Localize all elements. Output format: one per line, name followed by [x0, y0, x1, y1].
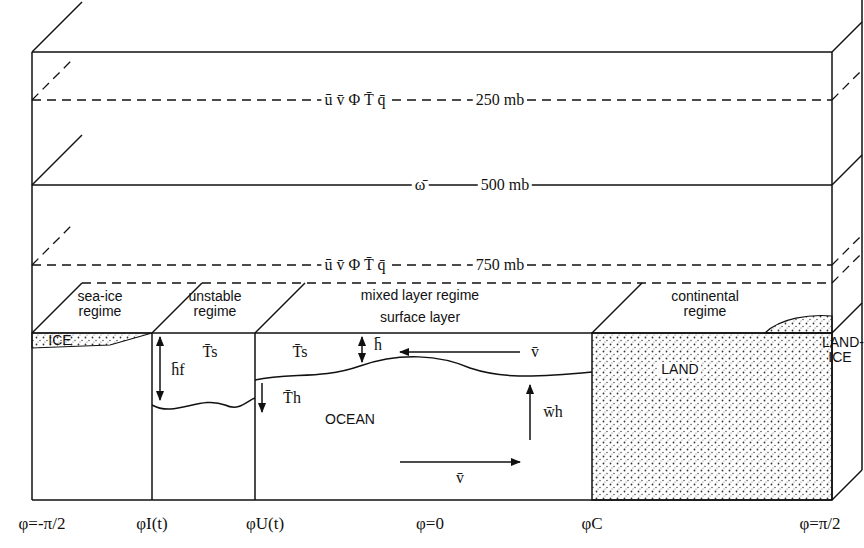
- pressure-level: 250 mb: [473, 91, 527, 109]
- regime-name: unstable regime: [177, 289, 253, 320]
- region-name: LAND-ICE: [819, 335, 861, 366]
- latitude-mark: φI(t): [133, 515, 171, 534]
- variable: v̄: [528, 343, 542, 361]
- region-name: LAND: [658, 362, 701, 377]
- region-name: ICE: [45, 333, 74, 348]
- regime-name: continental regime: [657, 289, 753, 320]
- variable: T̄s: [200, 343, 221, 361]
- latitude-mark: φ=0: [413, 515, 447, 534]
- variable: h̄: [371, 336, 385, 354]
- variable: w̄h: [540, 403, 566, 421]
- latitude-mark: φC: [578, 515, 605, 534]
- latitude-mark: φ=π/2: [796, 515, 843, 534]
- latitude-mark: φU(t): [243, 515, 287, 534]
- pressure-level: 500 mb: [478, 176, 532, 194]
- variable: T̄s: [290, 343, 311, 361]
- regime-name: mixed layer regime: [358, 288, 482, 303]
- field-variables: ū v̄ Φ T̄ q̄: [321, 91, 388, 109]
- field-variable: ω̄: [412, 176, 429, 194]
- variable: h̄f: [168, 361, 187, 379]
- layer-name: surface layer: [377, 310, 463, 325]
- variable: T̄h: [280, 389, 304, 407]
- region-name: OCEAN: [322, 412, 378, 427]
- pressure-level: 750 mb: [473, 256, 527, 274]
- variable: v̄: [453, 469, 467, 487]
- regime-name: sea-ice regime: [67, 289, 133, 320]
- field-variables: ū v̄ Φ T̄ q̄: [321, 256, 388, 274]
- latitude-mark: φ=-π/2: [16, 515, 69, 534]
